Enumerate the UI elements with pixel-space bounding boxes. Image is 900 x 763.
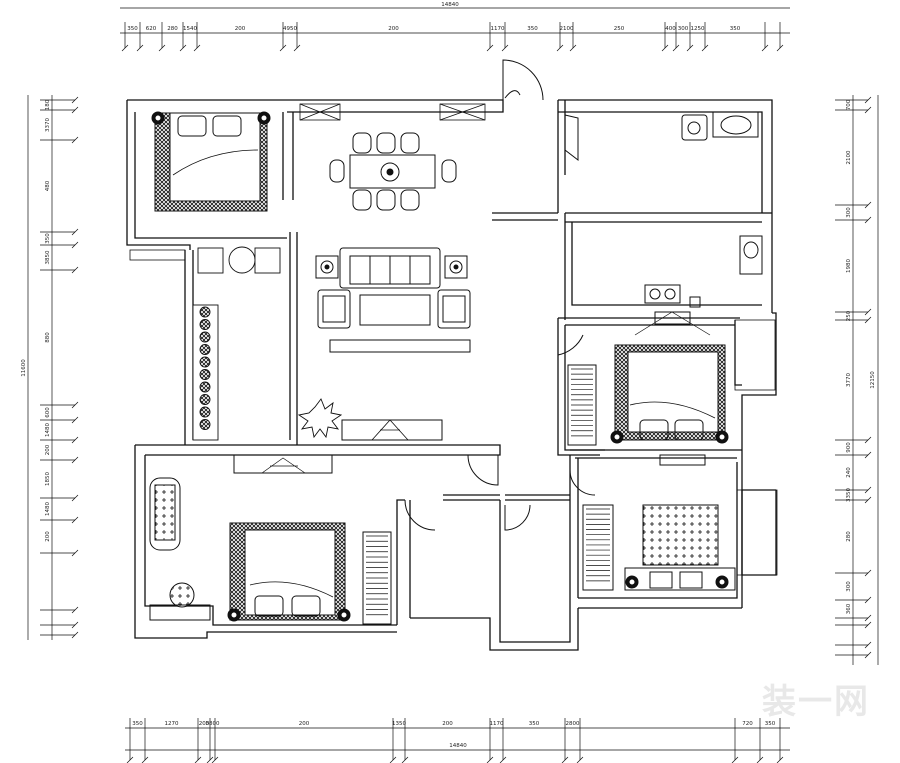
right-total-dimension: 12150	[870, 371, 876, 389]
left-total-dimension: 11600	[21, 359, 27, 377]
bedroom-right-upper-bed	[567, 344, 729, 446]
dimension-label: 250	[614, 26, 625, 32]
kitchen-fixtures	[634, 111, 763, 336]
exterior-walls	[126, 99, 777, 651]
dimension-label: 2100	[560, 26, 574, 32]
watermark-brand: 装一网	[762, 682, 870, 722]
dimension-label: 1480	[45, 423, 51, 437]
dimension-label: 620	[146, 26, 157, 32]
dimension-label: 3800	[206, 721, 220, 727]
dimension-label: 1250	[691, 26, 705, 32]
dimension-label: 300	[678, 26, 689, 32]
dimension-label: 350	[529, 721, 540, 727]
dimension-label: 1850	[45, 472, 51, 486]
dimension-label: 1980	[846, 259, 852, 273]
dimension-label: 300	[846, 207, 852, 218]
dimension-label: 350	[127, 26, 138, 32]
dimension-label: 200	[199, 721, 210, 727]
dimension-label: 3350	[846, 488, 852, 502]
bottom-dimension-lines	[125, 718, 790, 763]
dimension-label: 350	[527, 26, 538, 32]
dimension-label: 200	[442, 721, 453, 727]
dimension-label: 350	[45, 233, 51, 244]
dimension-label: 200	[388, 26, 399, 32]
dining-table	[329, 132, 457, 211]
watermark: 装一网	[762, 674, 870, 723]
dimension-label: 4950	[283, 26, 297, 32]
dimension-label: 2100	[846, 150, 852, 164]
dimension-label: 200	[299, 721, 310, 727]
living-room-sofas	[315, 247, 471, 441]
dimension-label: 1350	[392, 721, 406, 727]
dimension-label: 180	[45, 99, 51, 110]
top-total-dimension: 14840	[441, 2, 459, 8]
right-dimension-lines	[835, 95, 879, 665]
dimension-label: 3850	[45, 250, 51, 264]
dimension-label: 350	[765, 721, 776, 727]
balcony-plants	[192, 246, 343, 441]
dimension-label: 280	[846, 531, 852, 542]
dimension-label: 880	[45, 332, 51, 343]
dimension-label: 280	[167, 26, 178, 32]
bedroom-right-lower-bed	[582, 454, 736, 591]
dimension-label: 1170	[490, 721, 504, 727]
left-dimension-labels: 180 3370 480 350 3850 880 600 1480 200 1850 1480 20…	[45, 99, 51, 541]
dimension-label: 1540	[183, 26, 197, 32]
dimension-label: 600	[45, 407, 51, 418]
master-bed-top-left	[151, 111, 271, 212]
dimension-label: 360	[846, 603, 852, 614]
dimension-label: 1170	[491, 26, 505, 32]
dimension-label: 480	[45, 180, 51, 191]
dimension-label: 3370	[45, 118, 51, 132]
dimension-label: 350	[730, 26, 741, 32]
top-dimension-labels: 350 620 280 1540 200 4950 200 1170 350 2100 250 400…	[127, 26, 740, 32]
dimension-label: 700	[846, 99, 852, 110]
dimension-label: 1480	[45, 502, 51, 516]
dimension-label: 400	[665, 26, 676, 32]
dimension-label: 1270	[165, 721, 179, 727]
bottom-total-dimension: 14840	[449, 743, 467, 749]
dimension-label: 200	[45, 531, 51, 542]
dimension-label: 200	[45, 444, 51, 455]
dimension-label: 250	[846, 310, 852, 321]
dimension-label: 900	[846, 442, 852, 453]
dimension-label: 2800	[566, 721, 580, 727]
windows	[129, 103, 778, 576]
dimension-label: 720	[742, 721, 753, 727]
dimension-label: 3770	[846, 373, 852, 387]
dimension-label: 200	[235, 26, 246, 32]
dimension-label: 240	[846, 467, 852, 478]
bedroom-lower-left-bed	[149, 454, 392, 625]
dimension-label: 300	[846, 581, 852, 592]
right-dimension-labels: 700 2100 300 1980 250 3770 900 240 3350 280 300 360	[846, 99, 852, 614]
left-dimension-lines	[27, 95, 79, 640]
top-dimension-lines	[120, 7, 790, 52]
dimension-label: 350	[132, 721, 143, 727]
doors	[404, 59, 596, 531]
